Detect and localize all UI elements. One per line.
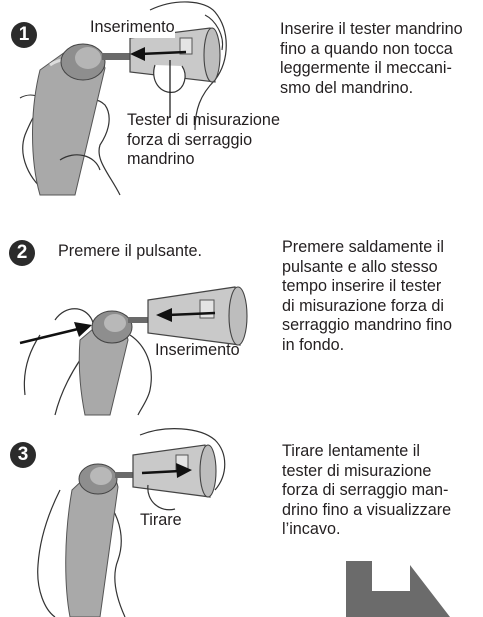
step-1-illustration xyxy=(19,1,227,196)
step-3-description: Tirare lentamente il tester di misurazio… xyxy=(282,442,451,540)
callout-tester-line-3: mandrino xyxy=(127,150,195,168)
step-number-badge: 1 xyxy=(11,22,37,48)
callout-pull: Tirare xyxy=(140,511,182,529)
step-number-badge: 3 xyxy=(10,442,36,468)
description-line: serraggio mandrino fino xyxy=(282,316,453,334)
description-line: pulsante e allo stesso xyxy=(282,257,438,276)
description-line: tester di misurazione xyxy=(282,461,432,480)
description-line: forza di serraggio man- xyxy=(282,481,449,499)
description-line: l’incavo. xyxy=(282,520,341,538)
callout-insertion: Inserimento xyxy=(155,341,240,359)
description-line: Tirare lentamente il xyxy=(282,442,420,460)
step-1: 1 Inserimento Tester di misurazione forz… xyxy=(0,0,483,200)
description-line: Premere saldamente il xyxy=(282,238,444,256)
step-2-illustration xyxy=(19,286,248,416)
callout-tester-line-1: Tester di misurazione xyxy=(127,111,280,129)
step-2: 2 Premere il pulsante. Inserimento Preme… xyxy=(0,225,483,416)
step-1-description: Inserire il tester mandrino fino a quand… xyxy=(280,20,463,98)
step-3-illustration xyxy=(37,428,450,617)
description-line: drino fino a visualizzare xyxy=(282,500,452,519)
description-line: Inserire il tester mandrino xyxy=(280,20,463,38)
description-line: leggermente il meccani- xyxy=(280,59,452,77)
step-3: 3 Tirare Tirare lentamente il tester di … xyxy=(0,425,483,617)
description-line: tempo inserire il tester xyxy=(282,277,442,295)
description-line: smo del mandrino. xyxy=(280,78,414,97)
step-2-heading: Premere il pulsante. xyxy=(58,242,202,260)
step-number-badge: 2 xyxy=(9,240,35,266)
callout-tester-line-2: forza di serraggio xyxy=(127,130,253,149)
description-line: di misurazione forza di xyxy=(282,296,444,315)
step-2-description: Premere saldamente il pulsante e allo st… xyxy=(282,238,452,355)
description-line: fino a quando non tocca xyxy=(280,39,453,58)
description-line: in fondo. xyxy=(282,335,345,354)
callout-insertion: Inserimento xyxy=(90,18,175,38)
